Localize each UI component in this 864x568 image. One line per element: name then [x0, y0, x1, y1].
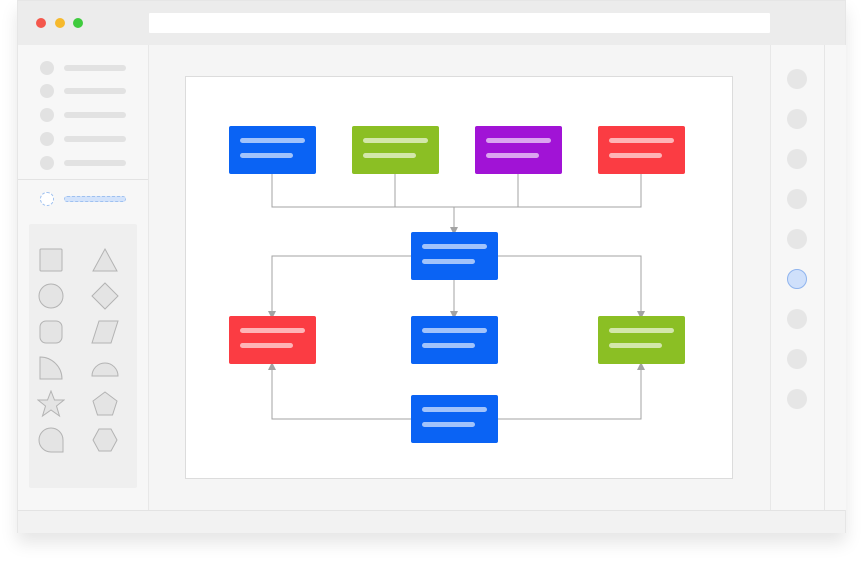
node-text-line	[422, 422, 475, 427]
status-bar	[18, 510, 845, 533]
sidebar-item-icon	[40, 132, 54, 146]
sidebar-item[interactable]	[40, 156, 150, 170]
flow-node-green[interactable]	[598, 316, 685, 364]
node-text-line	[422, 328, 487, 333]
node-text-line	[609, 343, 662, 348]
sidebar-item-label	[64, 136, 126, 142]
sidebar-divider	[18, 179, 148, 180]
tool-button-active[interactable]	[787, 269, 807, 289]
sidebar-item-label	[64, 88, 126, 94]
sidebar-item-icon	[40, 84, 54, 98]
teardrop-shape-icon[interactable]	[37, 426, 65, 454]
node-text-line	[363, 138, 428, 143]
app-window	[17, 0, 846, 533]
shape-library-panel	[29, 224, 137, 488]
node-text-line	[609, 153, 662, 158]
sidebar-item-icon	[40, 192, 54, 206]
square-shape-icon[interactable]	[37, 246, 65, 274]
node-text-line	[240, 153, 293, 158]
flow-node-hub[interactable]	[411, 232, 498, 280]
rounded-square-shape-icon[interactable]	[37, 318, 65, 346]
node-text-line	[240, 138, 305, 143]
circle-shape-icon[interactable]	[37, 282, 65, 310]
arrow-connector	[268, 362, 411, 420]
left-sidebar	[18, 45, 149, 510]
flow-node-red[interactable]	[598, 126, 685, 174]
right-toolbar-divider	[824, 45, 825, 510]
node-text-line	[240, 343, 293, 348]
title-bar	[18, 1, 845, 45]
tool-button[interactable]	[787, 149, 807, 169]
sidebar-item-label	[64, 196, 126, 202]
quarter-circle-shape-icon[interactable]	[37, 354, 65, 382]
flow-node-red[interactable]	[229, 316, 316, 364]
sidebar-item[interactable]	[40, 132, 150, 146]
arrow-connector	[498, 362, 645, 420]
node-text-line	[609, 138, 674, 143]
diamond-shape-icon[interactable]	[91, 282, 119, 310]
flow-node-blue[interactable]	[411, 395, 498, 443]
node-text-line	[422, 343, 475, 348]
sidebar-item[interactable]	[40, 84, 150, 98]
tool-button[interactable]	[787, 349, 807, 369]
hexagon-shape-icon[interactable]	[91, 426, 119, 454]
tool-button[interactable]	[787, 69, 807, 89]
triangle-shape-icon[interactable]	[91, 246, 119, 274]
node-text-line	[422, 407, 487, 412]
arrow-connector	[498, 255, 645, 319]
node-text-line	[486, 153, 539, 158]
sidebar-item-icon	[40, 61, 54, 75]
tool-button[interactable]	[787, 229, 807, 249]
address-bar[interactable]	[149, 13, 770, 33]
half-circle-shape-icon[interactable]	[91, 354, 119, 382]
node-text-line	[609, 328, 674, 333]
sidebar-item-icon	[40, 108, 54, 122]
right-toolbar	[770, 45, 846, 510]
parallelogram-shape-icon[interactable]	[91, 318, 119, 346]
merge-connector	[271, 174, 642, 208]
connector-lines	[268, 174, 645, 420]
star-shape-icon[interactable]	[37, 390, 65, 418]
tool-button[interactable]	[787, 109, 807, 129]
sidebar-item-label	[64, 160, 126, 166]
sidebar-item-label	[64, 65, 126, 71]
tool-button[interactable]	[787, 389, 807, 409]
node-text-line	[363, 153, 416, 158]
flow-node-purple[interactable]	[475, 126, 562, 174]
close-dot-icon[interactable]	[36, 18, 46, 28]
flow-node-green[interactable]	[352, 126, 439, 174]
sidebar-item-label	[64, 112, 126, 118]
node-text-line	[240, 328, 305, 333]
flow-node-blue[interactable]	[411, 316, 498, 364]
sidebar-item[interactable]	[40, 108, 150, 122]
diagram-page[interactable]	[185, 76, 733, 479]
pentagon-shape-icon[interactable]	[91, 390, 119, 418]
tool-button[interactable]	[787, 309, 807, 329]
arrow-connector	[268, 255, 411, 319]
sidebar-item-icon	[40, 156, 54, 170]
flow-node-blue[interactable]	[229, 126, 316, 174]
maximize-dot-icon[interactable]	[73, 18, 83, 28]
sidebar-item[interactable]	[40, 61, 150, 75]
minimize-dot-icon[interactable]	[55, 18, 65, 28]
node-text-line	[422, 259, 475, 264]
node-text-line	[486, 138, 551, 143]
sidebar-item-selected[interactable]	[40, 192, 150, 206]
tool-button[interactable]	[787, 189, 807, 209]
node-text-line	[422, 244, 487, 249]
